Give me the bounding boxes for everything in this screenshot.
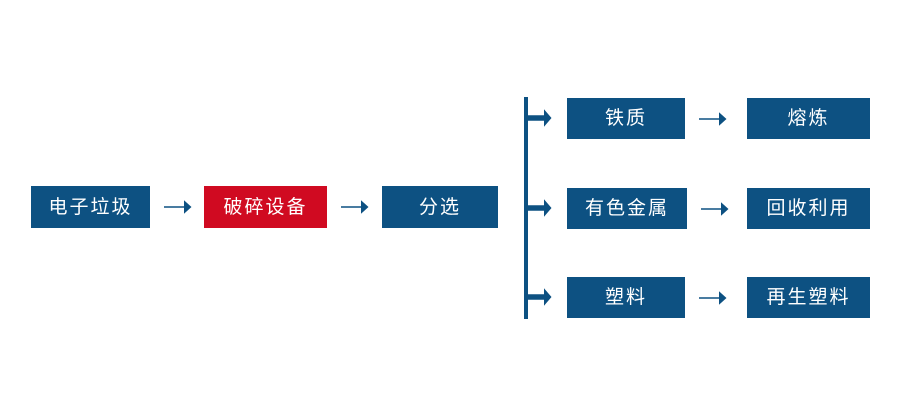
node-ferrous-label: 铁质	[604, 107, 647, 129]
node-e-waste[interactable]: 电子垃圾	[31, 186, 150, 228]
node-regenerated-plastic[interactable]: 再生塑料	[747, 277, 870, 318]
right-arrow-icon	[697, 98, 729, 139]
node-crusher-label: 破碎设备	[223, 195, 308, 218]
right-arrow-icon	[697, 277, 729, 318]
node-crusher[interactable]: 破碎设备	[204, 186, 327, 228]
node-nonferrous[interactable]: 有色金属	[567, 188, 687, 229]
node-recycling-label: 回收利用	[766, 197, 851, 219]
node-smelting-label: 熔炼	[787, 107, 830, 129]
right-arrow-icon	[699, 188, 731, 229]
node-smelting[interactable]: 熔炼	[747, 98, 870, 139]
right-arrow-icon	[339, 186, 371, 228]
node-plastic[interactable]: 塑料	[567, 277, 685, 318]
node-plastic-label: 塑料	[604, 286, 647, 308]
node-nonferrous-label: 有色金属	[584, 197, 669, 219]
node-sorting-label: 分选	[418, 195, 461, 218]
node-ferrous[interactable]: 铁质	[567, 98, 685, 139]
branch-right-arrow-icon	[526, 108, 552, 128]
node-regenerated-plastic-label: 再生塑料	[766, 286, 851, 308]
branch-right-arrow-icon	[526, 198, 552, 218]
node-sorting[interactable]: 分选	[382, 186, 498, 228]
right-arrow-icon	[162, 186, 194, 228]
node-e-waste-label: 电子垃圾	[48, 195, 133, 218]
branch-right-arrow-icon	[526, 287, 552, 307]
node-recycling[interactable]: 回收利用	[747, 188, 870, 229]
